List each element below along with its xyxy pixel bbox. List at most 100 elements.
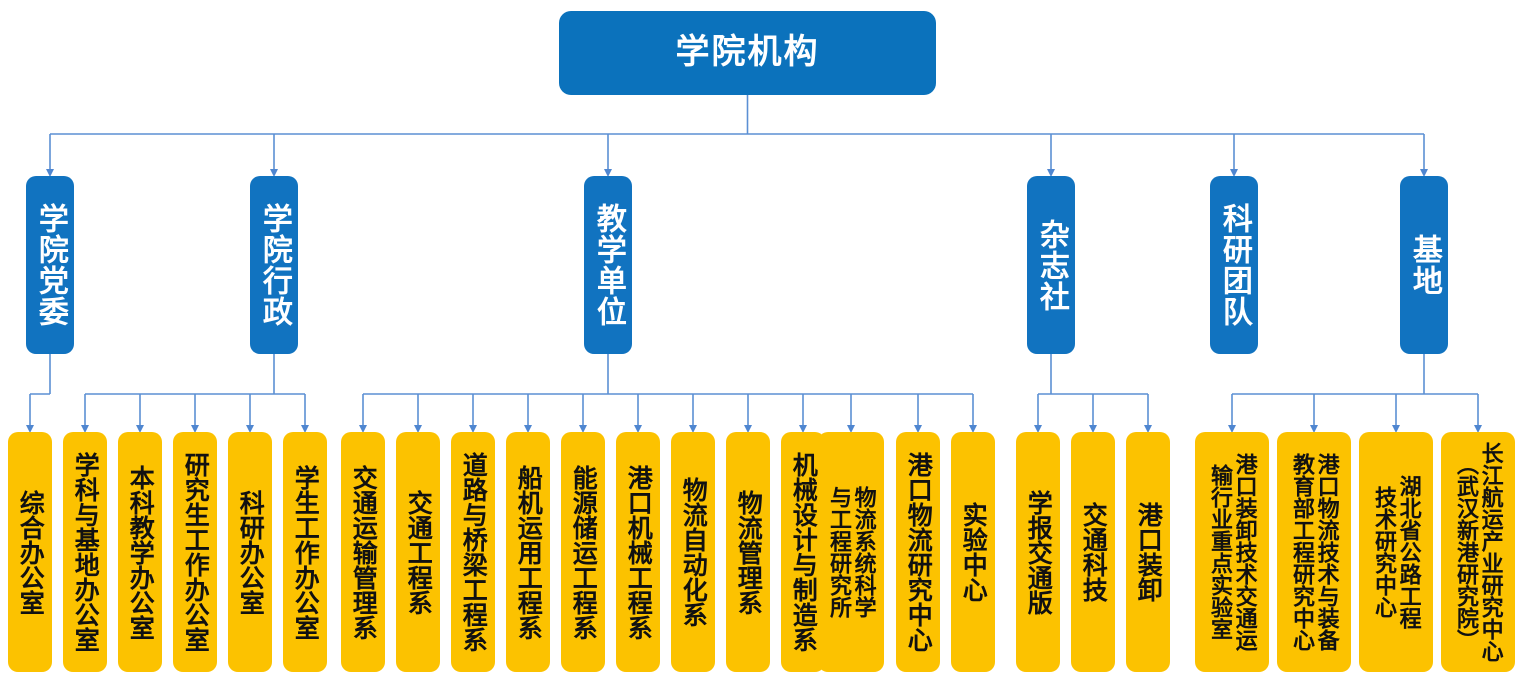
node-label-column-1: （武汉新港研究院） [1454, 453, 1479, 651]
node-label-column-0: 杂志社 [1034, 218, 1068, 312]
node-label-column-0: 本科教学办公室 [126, 464, 155, 640]
node-level3-l3-xbjtb[interactable]: 学报交通版 [1016, 432, 1060, 672]
node-level3-l3-gkzxjs[interactable]: 港口装卸技术交通运输行业重点实验室 [1195, 432, 1269, 672]
node-level3-l3-wlxtkxgcyjs[interactable]: 物流系统科学与工程研究所 [818, 432, 884, 672]
node-label-column-0: 学科与基地办公室 [71, 452, 100, 652]
node-label-column-0: 学报交通版 [1024, 489, 1053, 615]
node-label-column-0: 物流自动化系 [679, 477, 708, 627]
node-level3-l3-cjhyyjzx[interactable]: 长江航运产业研究中心（武汉新港研究院） [1441, 432, 1515, 672]
node-label-column-0: 学生工作办公室 [291, 464, 320, 640]
node-label-column-0: 学院党委 [33, 203, 67, 327]
node-label-column-0: 港口物流研究中心 [904, 452, 933, 652]
node-label-column-0: 湖北省公路工程 [1396, 475, 1422, 629]
node-label-wrap: 港口物流技术与装备教育部工程研究中心 [1289, 453, 1340, 651]
node-level3-l3-cjyygc[interactable]: 船机运用工程系 [506, 432, 550, 672]
node-level3-l3-wlzdh[interactable]: 物流自动化系 [671, 432, 715, 672]
node-level2-l2-jiaoxue[interactable]: 教学单位 [584, 176, 632, 354]
node-level3-l3-hbglgc[interactable]: 湖北省公路工程技术研究中心 [1359, 432, 1433, 672]
node-level3-l3-jtkj[interactable]: 交通科技 [1071, 432, 1115, 672]
node-label-column-1: 与工程研究所 [827, 486, 852, 618]
node-label-column-0: 物流管理系 [734, 489, 763, 615]
node-label-column-0: 港口物流技术与装备 [1314, 453, 1340, 651]
node-label-wrap: 实验中心 [959, 502, 988, 602]
node-label-wrap: 船机运用工程系 [514, 464, 543, 640]
node-level3-l3-xueke[interactable]: 学科与基地办公室 [63, 432, 107, 672]
node-level3-l3-zonghe[interactable]: 综合办公室 [8, 432, 52, 672]
node-label-column-0: 综合办公室 [16, 489, 45, 615]
node-label-wrap: 港口物流研究中心 [904, 452, 933, 652]
node-label-column-0: 科研办公室 [236, 489, 265, 615]
node-label-wrap: 研究生工作办公室 [181, 452, 210, 652]
node-level2-l2-zazhishe[interactable]: 杂志社 [1027, 176, 1075, 354]
node-label-column-0: 能源储运工程系 [569, 464, 598, 640]
node-label-wrap: 交通科技 [1079, 502, 1108, 602]
node-level3-l3-nyckgc[interactable]: 能源储运工程系 [561, 432, 605, 672]
node-label-wrap: 科研团队 [1217, 203, 1251, 327]
node-label-wrap: 学科与基地办公室 [71, 452, 100, 652]
node-level3-l3-jtysgl[interactable]: 交通运输管理系 [341, 432, 385, 672]
node-label-column-0: 学院行政 [257, 203, 291, 327]
node-label-column-0: 长江航运产业研究中心 [1478, 442, 1504, 662]
node-label-wrap: 学院行政 [257, 203, 291, 327]
node-label-column-0: 港口装卸技术交通运 [1232, 453, 1258, 651]
node-level3-l3-keyanban[interactable]: 科研办公室 [228, 432, 272, 672]
node-level2-l2-keyan[interactable]: 科研团队 [1210, 176, 1258, 354]
node-level3-l3-yanjiusheng[interactable]: 研究生工作办公室 [173, 432, 217, 672]
node-level3-l3-benke[interactable]: 本科教学办公室 [118, 432, 162, 672]
node-label-wrap: 科研办公室 [236, 489, 265, 615]
node-label-column-1: 输行业重点实验室 [1208, 464, 1233, 640]
node-label-column-0: 教学单位 [591, 203, 625, 327]
node-label-column-1: 教育部工程研究中心 [1290, 453, 1315, 651]
node-label-column-0: 交通科技 [1079, 502, 1108, 602]
node-label-wrap: 本科教学办公室 [126, 464, 155, 640]
node-label-column-0: 港口装卸 [1134, 502, 1163, 602]
node-label-column-0: 实验中心 [959, 502, 988, 602]
node-label-wrap: 综合办公室 [16, 489, 45, 615]
node-label-wrap: 港口机械工程系 [624, 464, 653, 640]
node-label-column-0: 物流系统科学 [851, 486, 877, 618]
node-label-wrap: 物流管理系 [734, 489, 763, 615]
node-level3-l3-dlqlgc[interactable]: 道路与桥梁工程系 [451, 432, 495, 672]
node-label-wrap: 湖北省公路工程技术研究中心 [1371, 475, 1422, 629]
node-label-wrap: 交通运输管理系 [349, 464, 378, 640]
node-level2-l2-jidi[interactable]: 基地 [1400, 176, 1448, 354]
node-level2-l2-dangwei[interactable]: 学院党委 [26, 176, 74, 354]
node-label-wrap: 港口装卸 [1134, 502, 1163, 602]
node-root[interactable]: 学院机构 [559, 11, 936, 95]
node-label-wrap: 基地 [1407, 234, 1441, 296]
node-label-wrap: 机械设计与制造系 [789, 452, 818, 652]
node-level3-l3-wlgl[interactable]: 物流管理系 [726, 432, 770, 672]
node-level3-l3-jtgc[interactable]: 交通工程系 [396, 432, 440, 672]
node-label-wrap: 学生工作办公室 [291, 464, 320, 640]
node-label-column-0: 道路与桥梁工程系 [459, 452, 488, 652]
node-label-wrap: 长江航运产业研究中心（武汉新港研究院） [1453, 442, 1504, 662]
node-level3-l3-syzx[interactable]: 实验中心 [951, 432, 995, 672]
node-level3-l3-jxsjzz[interactable]: 机械设计与制造系 [781, 432, 825, 672]
node-label-column-1: 技术研究中心 [1372, 486, 1397, 618]
node-label-column-0: 机械设计与制造系 [789, 452, 818, 652]
node-label-column-0: 港口机械工程系 [624, 464, 653, 640]
node-label-wrap: 教学单位 [591, 203, 625, 327]
node-label-wrap: 物流系统科学与工程研究所 [826, 486, 877, 618]
node-label-column-0: 科研团队 [1217, 203, 1251, 327]
node-label-wrap: 杂志社 [1034, 218, 1068, 312]
node-label-wrap: 道路与桥梁工程系 [459, 452, 488, 652]
node-label-column-0: 研究生工作办公室 [181, 452, 210, 652]
node-level3-l3-gkwlyjzx[interactable]: 港口物流研究中心 [896, 432, 940, 672]
node-label-column-0: 交通运输管理系 [349, 464, 378, 640]
node-level3-l3-xueshenggz[interactable]: 学生工作办公室 [283, 432, 327, 672]
node-label-wrap: 学院党委 [33, 203, 67, 327]
node-level3-l3-gkwljs[interactable]: 港口物流技术与装备教育部工程研究中心 [1277, 432, 1351, 672]
node-label-wrap: 学报交通版 [1024, 489, 1053, 615]
node-level3-l3-gkjxgc[interactable]: 港口机械工程系 [616, 432, 660, 672]
node-label-wrap: 港口装卸技术交通运输行业重点实验室 [1207, 453, 1258, 651]
node-root-label: 学院机构 [675, 33, 820, 72]
node-level2-l2-xingzheng[interactable]: 学院行政 [250, 176, 298, 354]
node-level3-l3-gkzx[interactable]: 港口装卸 [1126, 432, 1170, 672]
node-label-wrap: 能源储运工程系 [569, 464, 598, 640]
node-label-column-0: 交通工程系 [404, 489, 433, 615]
node-label-wrap: 物流自动化系 [679, 477, 708, 627]
node-label-column-0: 基地 [1407, 234, 1441, 296]
node-label-column-0: 船机运用工程系 [514, 464, 543, 640]
